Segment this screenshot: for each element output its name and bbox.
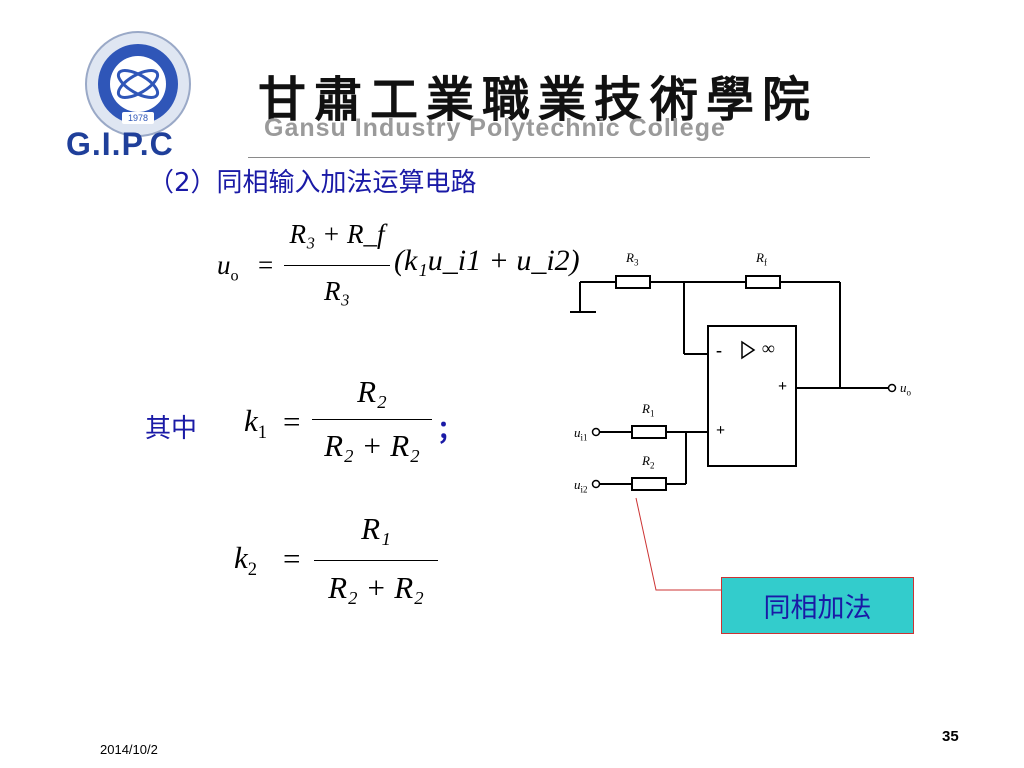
formula2-fraction-bar — [312, 419, 432, 420]
resistor-r3 — [615, 275, 651, 289]
formula3-lhs-sub: 2 — [247, 559, 258, 581]
formula1-fraction-bar — [284, 265, 390, 266]
header-divider — [248, 157, 870, 158]
circuit-wiring — [570, 275, 897, 491]
formula1-lhs-var: u — [217, 250, 231, 280]
label-r3: R3 — [626, 250, 638, 268]
label-r3-sub: 3 — [633, 257, 639, 268]
formula3-equals: = — [283, 541, 301, 576]
callout-pointer-line — [635, 497, 721, 591]
terminal-uo — [887, 383, 897, 393]
label-r2-sub: 2 — [649, 460, 655, 471]
formula3-numerator: R₁ — [361, 511, 391, 546]
slide-title: （2）同相输入加法运算电路 — [148, 168, 477, 198]
opamp-minus-sign: - — [716, 340, 722, 360]
slide-date: 2014/10/2 — [100, 742, 158, 757]
label-uo-sub: o — [906, 387, 912, 398]
opamp-noninverting-plus-sign: + — [716, 422, 726, 439]
formula2-semicolon: ； — [437, 416, 464, 446]
college-name-chinese: 甘肅工業職業技術學院 — [258, 72, 819, 128]
terminal-ui1 — [591, 427, 601, 437]
formula2-denominator: R₂ + R₂ — [324, 428, 420, 463]
college-name-english: Gansu Industry Polytechnic College — [264, 114, 726, 142]
label-uo: uo — [900, 380, 911, 398]
label-uo-var: u — [900, 380, 907, 395]
label-rf-var: R — [756, 250, 764, 265]
noninverting-summing-circuit: R3 Rf R1 R2 ui1 ui2 uo - + + ∞ — [560, 236, 940, 536]
page-number: 35 — [942, 728, 959, 745]
callout-text: 同相加法 — [763, 593, 872, 624]
label-ui2-var: u — [574, 477, 581, 492]
formula3-lhs: k2 — [234, 540, 257, 581]
college-emblem-icon: 1978 — [85, 31, 191, 137]
formula2-lhs: k1 — [244, 403, 267, 444]
opamp-output-plus-sign: + — [778, 378, 788, 395]
opamp-infinity-sign: ∞ — [762, 338, 775, 358]
where-label: 其中 — [145, 414, 198, 444]
label-r2-var: R — [642, 453, 650, 468]
formula1-denominator: R₃ — [324, 276, 350, 306]
emblem-year: 1978 — [128, 113, 148, 123]
formula1-equals: = — [258, 250, 274, 280]
label-ui2: ui2 — [574, 477, 588, 495]
terminal-ui2 — [591, 479, 601, 489]
formula2-lhs-sub: 1 — [257, 422, 268, 444]
label-r1-sub: 1 — [649, 408, 655, 419]
label-r3-var: R — [626, 250, 634, 265]
label-rf-sub: f — [763, 257, 767, 268]
formula1-lhs: uo — [217, 250, 239, 285]
formula2-equals: = — [283, 404, 301, 439]
resistor-r1 — [631, 425, 667, 439]
label-r1: R1 — [642, 401, 654, 419]
formula3-denominator: R₂ + R₂ — [328, 570, 424, 605]
label-r1-var: R — [642, 401, 650, 416]
formula1-parenthetical: (k₁u_i1 + u_i2) — [394, 244, 580, 277]
resistor-rf — [745, 275, 781, 289]
label-ui1: ui1 — [574, 425, 588, 443]
formula3-fraction-bar — [314, 560, 438, 561]
formula1-numerator: R₃ + R_f — [289, 219, 385, 249]
formula1-lhs-sub: o — [230, 266, 239, 285]
opamp-body — [707, 325, 797, 467]
label-ui2-sub: i2 — [580, 484, 588, 495]
label-rf: Rf — [756, 250, 767, 268]
formula2-numerator: R₂ — [357, 374, 387, 409]
callout-box: 同相加法 — [721, 577, 914, 634]
label-ui1-var: u — [574, 425, 581, 440]
label-r2: R2 — [642, 453, 654, 471]
formula3-lhs-var: k — [234, 540, 248, 575]
formula2-lhs-var: k — [244, 403, 258, 438]
logo-abbreviation: G.I.P.C — [66, 126, 174, 162]
label-ui1-sub: i1 — [580, 432, 588, 443]
